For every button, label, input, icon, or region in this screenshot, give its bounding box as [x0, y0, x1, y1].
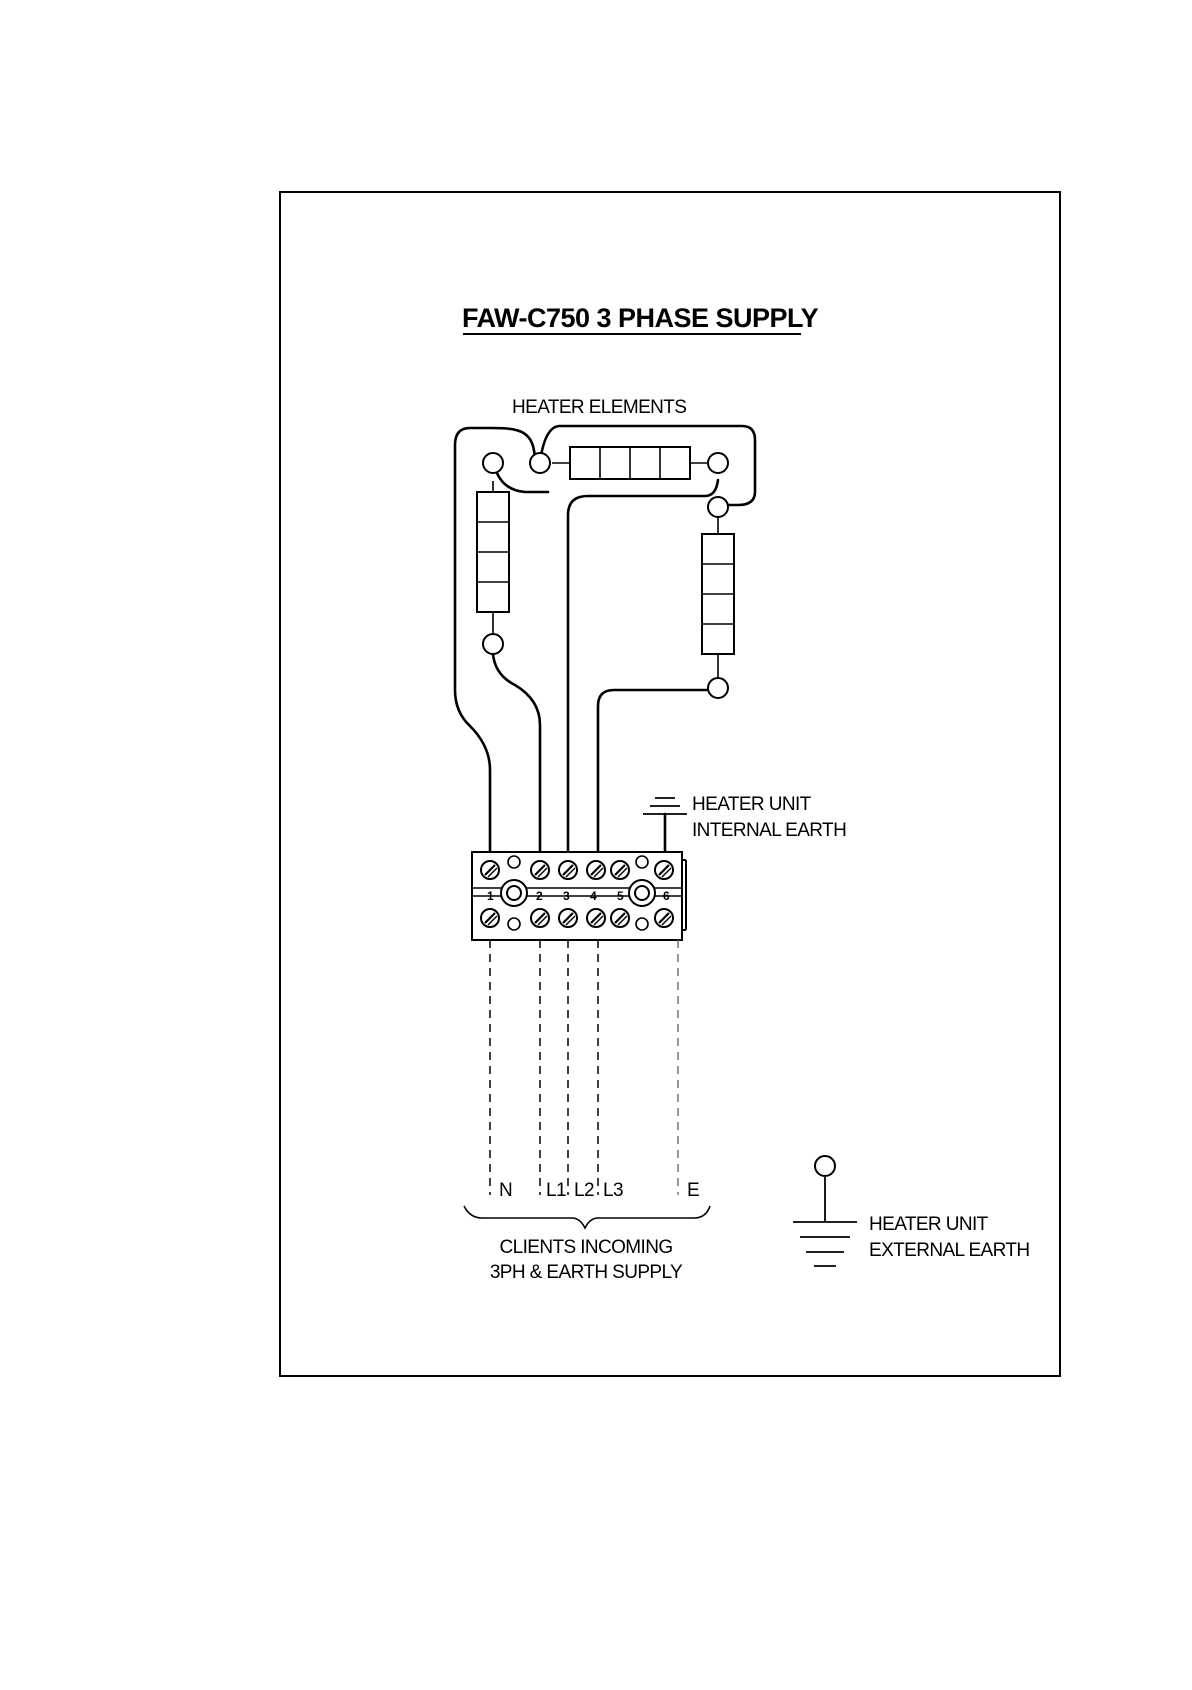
terminal-screw — [559, 909, 577, 927]
external-earth-label-line2: EXTERNAL EARTH — [869, 1240, 1030, 1261]
terminal-screw — [559, 861, 577, 879]
terminal-screw — [481, 909, 499, 927]
conductor-label-l1: L1 — [546, 1180, 566, 1201]
terminal-number-2: 2 — [536, 889, 543, 903]
terminal-screw — [587, 861, 605, 879]
diagram-title: FAW-C750 3 PHASE SUPPLY — [462, 303, 819, 333]
heater-element-top — [552, 447, 708, 479]
terminal-screw — [655, 861, 673, 879]
node-right-top — [708, 497, 728, 517]
node-left-bottom — [483, 634, 503, 654]
terminal-number-3: 3 — [563, 889, 570, 903]
terminal-number-5: 5 — [617, 889, 624, 903]
terminal-screw — [655, 909, 673, 927]
terminal-block: 1 2 3 4 5 6 — [472, 852, 686, 940]
internal-earth-label-line2: INTERNAL EARTH — [692, 820, 846, 841]
terminal-screw — [481, 861, 499, 879]
internal-earth-symbol — [643, 798, 687, 814]
node-top-left — [530, 453, 550, 473]
terminal-number-4: 4 — [590, 889, 597, 903]
terminal-number-6: 6 — [663, 889, 670, 903]
node-top-right — [708, 453, 728, 473]
conductor-label-e: E — [687, 1180, 699, 1201]
heater-elements-label: HEATER ELEMENTS — [512, 397, 686, 418]
terminal-screw — [611, 861, 629, 879]
terminal-screw — [587, 909, 605, 927]
terminal-screw — [531, 909, 549, 927]
incoming-supply-lines — [490, 940, 678, 1195]
terminal-screw — [531, 861, 549, 879]
incoming-supply-label-line2: 3PH & EARTH SUPPLY — [490, 1262, 683, 1283]
external-earth-symbol — [793, 1156, 857, 1266]
node-right-bottom — [708, 678, 728, 698]
terminal-screw — [611, 909, 629, 927]
node-left-top — [483, 453, 503, 473]
supply-brace — [464, 1206, 710, 1228]
heater-element-right — [702, 517, 734, 678]
terminal-number-1: 1 — [487, 889, 494, 903]
external-earth-label-line1: HEATER UNIT — [869, 1214, 989, 1235]
diagram-frame — [280, 192, 1060, 1376]
conductor-label-n: N — [499, 1180, 512, 1201]
wire-terminal-2 — [493, 654, 540, 858]
conductor-label-l3: L3 — [603, 1180, 623, 1201]
internal-earth-label-line1: HEATER UNIT — [692, 794, 812, 815]
element-nodes — [483, 453, 728, 698]
conductor-label-l2: L2 — [574, 1180, 594, 1201]
heater-element-left — [477, 481, 509, 634]
incoming-supply-label-line1: CLIENTS INCOMING — [499, 1237, 672, 1258]
